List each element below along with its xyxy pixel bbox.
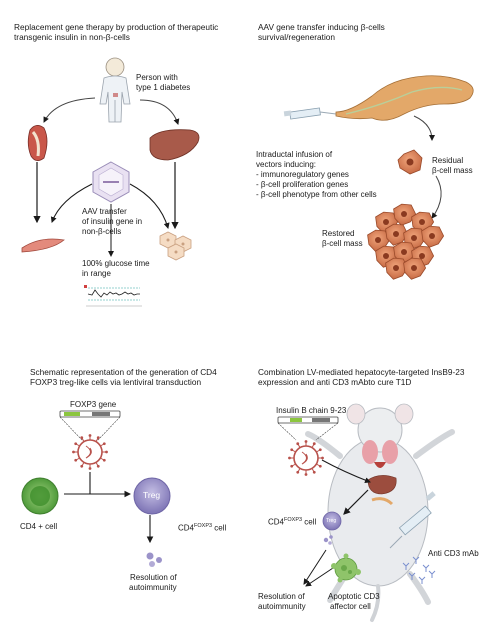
residual-label-line1: Residual <box>432 156 464 165</box>
resolution-molecules <box>146 552 162 567</box>
beta-cell <box>393 203 417 226</box>
cd4-foxp3-prefix-2: CD4 <box>268 517 285 527</box>
panel-2-title-line1: AAV gene transfer inducing β-cells <box>258 22 385 32</box>
residual-label-line2: β-cell mass <box>432 166 473 175</box>
antibody-icon <box>408 572 416 580</box>
anti-cd3-label: Anti CD3 mAb <box>428 549 479 558</box>
syringe-icon <box>283 107 337 120</box>
mouse-figure <box>305 403 455 622</box>
hepatocyte-cells-icon <box>159 231 192 261</box>
antibody-icon <box>418 576 426 584</box>
residual-beta-cell <box>397 149 423 175</box>
treg-cell-text: Treg <box>143 490 161 500</box>
foxp3-gene-cassette <box>59 410 121 441</box>
cd4-cell-label: CD4 + cell <box>20 522 58 531</box>
person-label-line2: type 1 diabetes <box>136 83 191 92</box>
infusion-line-3: - immunoregulatory genes <box>256 170 349 179</box>
panel-2-title-line2: survival/regeneration <box>258 32 336 42</box>
person-figure <box>99 57 131 123</box>
antibody-icon <box>428 570 436 578</box>
cd4-foxp3-suffix: cell <box>212 523 227 533</box>
panel-3-graphics <box>21 410 171 567</box>
apoptotic-label-line2: affector cell <box>330 602 371 611</box>
cd4-foxp3-superscript-2: FOXP3 <box>284 517 303 523</box>
panel-1-graphics <box>21 57 200 307</box>
small-treg-text: Treg <box>326 518 337 524</box>
aav-transfer-line1: AAV transfer <box>82 207 127 216</box>
foxp3-gene-label: FOXP3 gene <box>70 400 117 409</box>
liver-icon <box>149 129 200 161</box>
cd4-foxp3-prefix: CD4 <box>178 523 195 533</box>
pancreas-icon <box>335 75 474 121</box>
lentivirus-vector-icon <box>72 434 108 470</box>
insulin-b-chain-label: Insulin B chain 9-23 <box>276 406 347 415</box>
panel-1-title-line2: transgenic insulin in non-β-cells <box>14 32 130 42</box>
cd4-foxp3-superscript: FOXP3 <box>194 523 213 529</box>
aav-capsid-icon <box>92 161 130 203</box>
lentivirus-vector-icon <box>288 440 324 476</box>
anti-cd3-antibody-icons <box>402 556 436 584</box>
aav-transfer-line2: of insulin gene in <box>82 217 143 226</box>
panel-3-title-line2: FOXP3 treg-like cells via lentiviral tra… <box>30 377 202 387</box>
treg-cell-icon <box>133 477 171 515</box>
person-label-line1: Person with <box>136 73 178 82</box>
insb-gene-cassette <box>277 416 339 441</box>
infusion-line-5: - β-cell phenotype from other cells <box>256 190 377 199</box>
infusion-line-2: vectors inducing: <box>256 160 317 169</box>
antibody-icon <box>412 556 420 564</box>
panel-1-title-line1: Replacement gene therapy by production o… <box>14 22 219 32</box>
beta-cell <box>421 225 445 248</box>
restored-label-line2: β-cell mass <box>322 239 363 248</box>
beta-cell <box>385 257 409 280</box>
cd4-foxp3-cell-label: CD4FOXP3 cell <box>178 522 226 533</box>
muscle-icon <box>27 125 48 161</box>
panel-4-graphics <box>277 403 455 622</box>
resolution-label-2-line2: autoimmunity <box>258 602 306 611</box>
aav-transfer-line3: non-β-cells <box>82 227 122 236</box>
muscle-cell-icon <box>21 238 65 253</box>
resolution-label-line1: Resolution of <box>130 573 177 582</box>
glucose-label-line2: in range <box>82 269 111 278</box>
glucose-label-line1: 100% glucose time <box>82 259 150 268</box>
panel-3-title-line1: Schematic representation of the generati… <box>30 367 217 377</box>
restored-beta-cell-cluster <box>367 203 445 280</box>
antibody-icon <box>422 564 430 572</box>
apoptotic-cell-icon <box>331 553 361 583</box>
infusion-line-1: Intraductal infusion of <box>256 150 333 159</box>
cd4-foxp3-cell-label-2: CD4FOXP3 cell <box>268 516 316 527</box>
panel-4-title-line2: expression and anti CD3 mAbto cure T1D <box>258 377 412 387</box>
cd4-foxp3-suffix-2: cell <box>302 517 317 527</box>
resolution-label-line2: autoimmunity <box>129 583 177 592</box>
infusion-line-4: - β-cell proliferation genes <box>256 180 349 189</box>
resolution-label-2-line1: Resolution of <box>258 592 305 601</box>
small-treg-cell-icon <box>322 511 342 545</box>
apoptotic-label-line1: Apoptotic CD3 <box>328 592 380 601</box>
antibody-icon <box>402 562 410 570</box>
restored-label-line1: Restored <box>322 229 355 238</box>
glucose-trace-chart <box>84 285 142 307</box>
panel-4-title-line1: Combination LV-mediated hepatocyte-targe… <box>258 367 465 377</box>
beta-cell <box>403 257 427 280</box>
anti-cd3-syringe-icon <box>389 491 436 549</box>
cd4-cell-icon <box>21 477 59 515</box>
panel-2-graphics <box>283 75 474 280</box>
